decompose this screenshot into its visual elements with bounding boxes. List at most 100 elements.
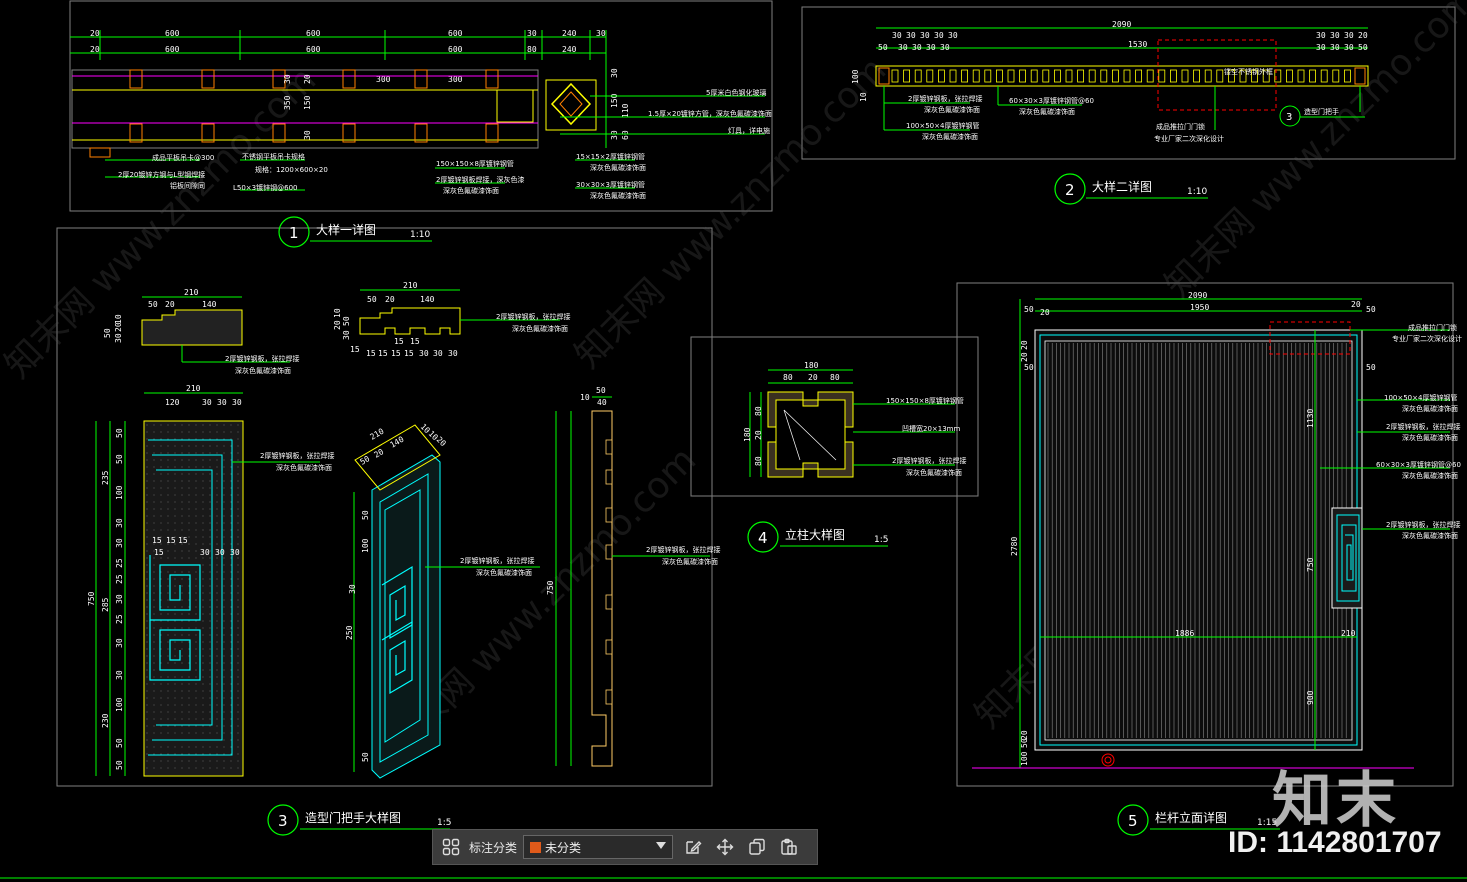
title-detail-1[interactable]: 1 大样一详图 1:10 — [278, 216, 432, 248]
dim-text: 20 — [754, 430, 763, 440]
hatch-dot — [216, 592, 218, 594]
slot — [1077, 69, 1084, 83]
hatch-dot — [216, 662, 218, 664]
hatch-dot — [209, 438, 211, 440]
hatch-dot — [230, 494, 232, 496]
hatch-dot — [223, 760, 225, 762]
hatch-dot — [181, 690, 183, 692]
slot — [1344, 69, 1351, 83]
note-text: 2厚镀锌钢板，张拉焊接 — [260, 451, 334, 460]
hatch-dot — [188, 760, 190, 762]
dim-text: 900 — [1306, 690, 1315, 705]
hatch-dot — [230, 767, 232, 769]
hatch-dot — [202, 585, 204, 587]
dim-text: 25 — [115, 614, 124, 624]
dim-text: 50 — [1366, 363, 1376, 372]
dim-text: 2090 — [1188, 291, 1207, 300]
hatch-dot — [188, 767, 190, 769]
hatch-dot — [216, 473, 218, 475]
hatch-dot — [195, 662, 197, 664]
hatch-dot — [223, 718, 225, 720]
hatch-dot — [202, 655, 204, 657]
category-dropdown[interactable]: 未分类 — [523, 835, 674, 859]
hatch-dot — [167, 620, 169, 622]
hatch-dot — [153, 648, 155, 650]
hatch-dot — [209, 543, 211, 545]
hatch-dot — [181, 424, 183, 426]
dim-text: 20 — [333, 320, 342, 330]
title-detail-3[interactable]: 3 造型门把手大样图 1:5 — [267, 804, 451, 836]
note-text: 专业厂家二次深化设计 — [1392, 334, 1462, 343]
hatch-dot — [188, 501, 190, 503]
hatch-dot — [181, 732, 183, 734]
hatch-dot — [181, 487, 183, 489]
dim-text: 600 — [165, 45, 180, 54]
hatch-dot — [202, 522, 204, 524]
note-text: 凹槽宽20×13mm — [902, 424, 960, 433]
hatch-dot — [202, 620, 204, 622]
detail-2-drawing: 2090 1530 30 30 30 30 30 50 30 30 30 30 … — [851, 20, 1369, 143]
dim-text: 300 — [376, 75, 391, 84]
slot-pattern — [891, 69, 1351, 83]
grid-icon[interactable] — [439, 835, 463, 859]
hatch-dot — [160, 746, 162, 748]
hatch-dot — [209, 683, 211, 685]
title-detail-4[interactable]: 4 立柱大样图 1:5 — [747, 521, 888, 553]
dim-text: 30 — [419, 349, 429, 358]
dim-text: 25 — [115, 558, 124, 568]
brand-id-text: ID: 1142801707 — [1228, 826, 1442, 859]
hatch-dot — [146, 445, 148, 447]
category-dropdown-value: 未分类 — [545, 840, 582, 855]
svg-text:造型门把手大样图: 造型门把手大样图 — [305, 810, 401, 825]
hatch-dot — [160, 732, 162, 734]
hatch-dot — [202, 578, 204, 580]
hatch-dot — [216, 655, 218, 657]
hatch-dot — [209, 592, 211, 594]
title-detail-5[interactable]: 5 栏杆立面详图 1:15 — [1117, 804, 1280, 836]
hatch-dot — [195, 746, 197, 748]
hatch-dot — [181, 480, 183, 482]
hatch-dot — [167, 445, 169, 447]
hatch-dot — [216, 606, 218, 608]
hatch-dot — [237, 494, 239, 496]
hatch-dot — [223, 767, 225, 769]
hatch-dot — [181, 753, 183, 755]
hatch-dot — [237, 718, 239, 720]
hatch-dot — [160, 452, 162, 454]
hatch-dot — [146, 515, 148, 517]
hatch-dot — [230, 620, 232, 622]
hatch-dot — [146, 767, 148, 769]
dim-text: 30 — [115, 670, 124, 680]
hatch-dot — [223, 543, 225, 545]
hatch-dot — [146, 669, 148, 671]
hatch-dot — [188, 634, 190, 636]
hatch-dot — [209, 452, 211, 454]
hatch-dot — [230, 641, 232, 643]
hatch-dot — [146, 571, 148, 573]
dim-text: 150 — [610, 93, 619, 108]
hatch-dot — [216, 648, 218, 650]
hatch-dot — [188, 613, 190, 615]
hatch-dot — [160, 599, 162, 601]
hatch-dot — [160, 557, 162, 559]
note-text: 150×150×8厚镀锌钢管 — [886, 396, 964, 405]
hatch-dot — [146, 466, 148, 468]
dim-text: 20 — [1358, 31, 1368, 40]
dim-text: 1530 — [1128, 40, 1147, 49]
notch — [605, 639, 613, 655]
dim-text: 30 — [940, 43, 950, 52]
paste-icon[interactable] — [777, 835, 801, 859]
hatch-dot — [216, 760, 218, 762]
hatch-dot — [188, 508, 190, 510]
hatch-dot — [223, 641, 225, 643]
move-icon[interactable] — [713, 835, 737, 859]
hatch-dot — [202, 599, 204, 601]
frame-detail-5 — [956, 282, 1454, 787]
edit-icon[interactable] — [681, 835, 705, 859]
copy-icon[interactable] — [745, 835, 769, 859]
hatch-dot — [167, 487, 169, 489]
hatch-dot — [160, 571, 162, 573]
title-detail-2[interactable]: 2 大样二详图 1:10 — [1054, 173, 1208, 205]
dim-text: 20 — [1020, 730, 1029, 740]
